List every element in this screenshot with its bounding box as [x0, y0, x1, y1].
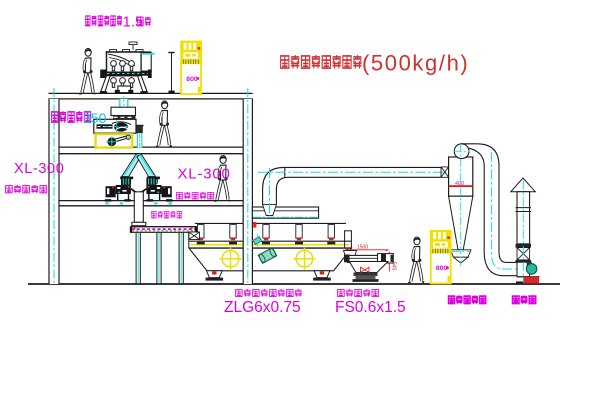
svg-text:545: 545 — [391, 262, 397, 271]
svg-text:(500kg/h): (500kg/h) — [362, 51, 469, 76]
svg-text:XL-300: XL-300 — [14, 161, 64, 177]
svg-text:XL-300: XL-300 — [178, 166, 231, 183]
svg-text:350: 350 — [83, 110, 107, 126]
svg-text:1500: 1500 — [357, 245, 368, 251]
svg-text:400: 400 — [455, 181, 464, 187]
svg-text:FS0.6x1.5: FS0.6x1.5 — [335, 299, 406, 316]
svg-text:ZLG6x0.75: ZLG6x0.75 — [224, 299, 301, 316]
svg-text:1.5: 1.5 — [123, 13, 144, 30]
